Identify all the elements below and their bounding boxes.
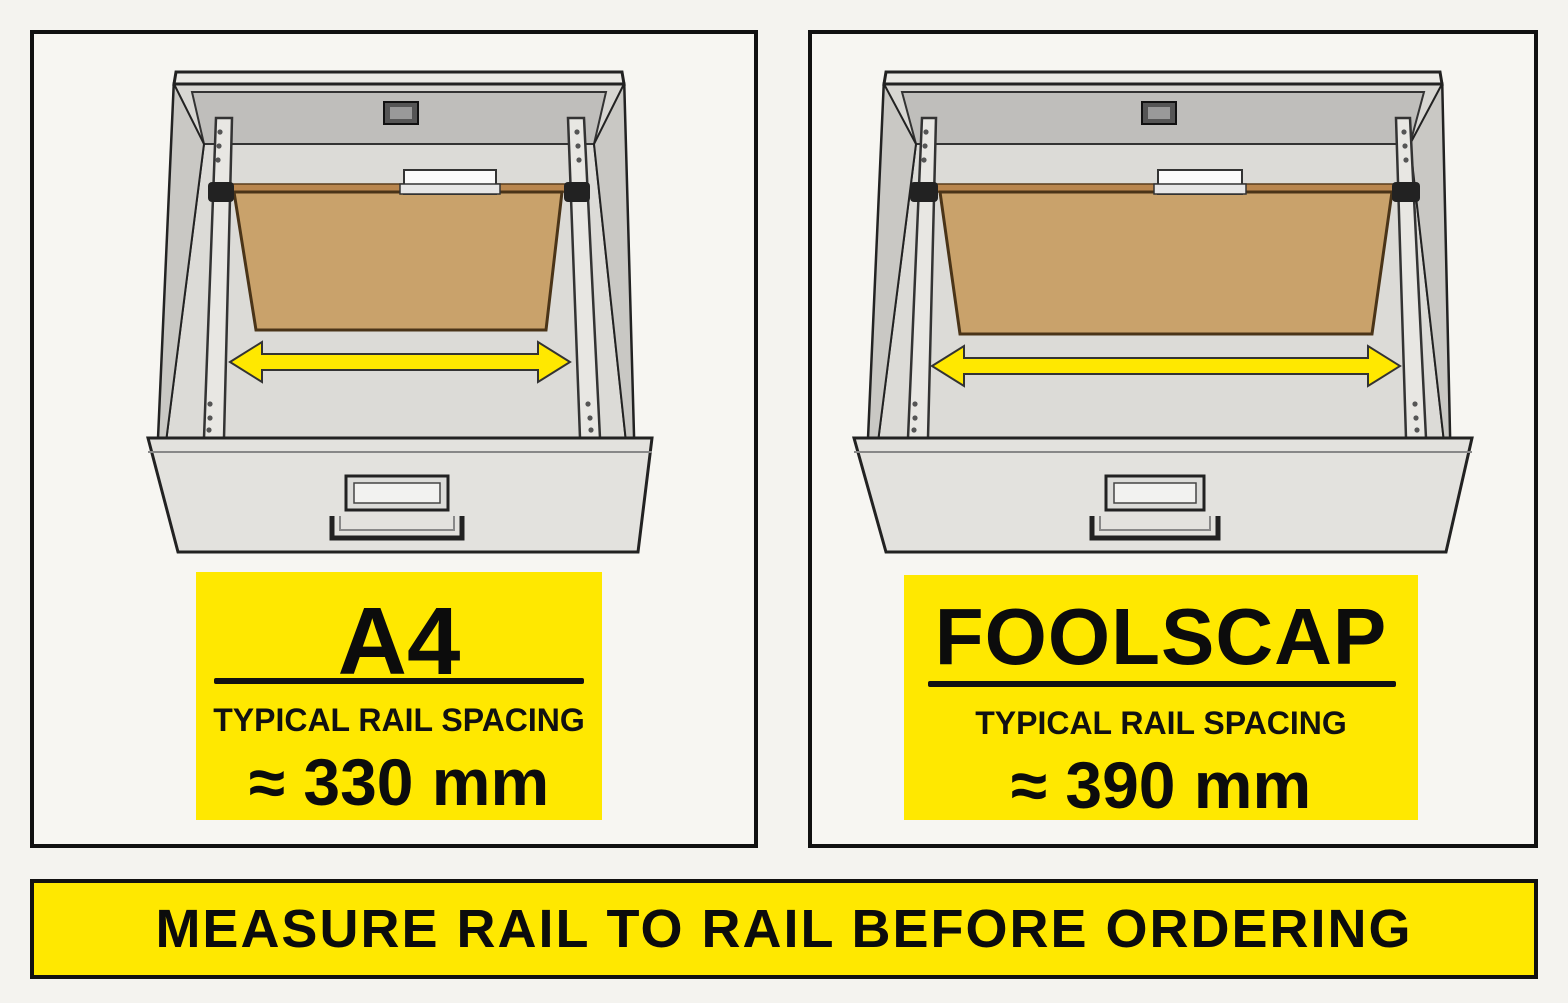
left-rail-clip — [910, 182, 938, 202]
foolscap-size-label: FOOLSCAP TYPICAL RAIL SPACING ≈ 390 mm — [904, 575, 1418, 822]
a4-size-label: A4 TYPICAL RAIL SPACING ≈ 330 mm — [196, 572, 602, 820]
right-rail-clip — [564, 182, 590, 202]
rail-spacing-value: ≈ 330 mm — [248, 745, 550, 819]
foolscap-panel: FOOLSCAP TYPICAL RAIL SPACING ≈ 390 mm — [808, 30, 1538, 848]
drawer-rim — [882, 70, 1444, 86]
divider-rule — [928, 681, 1396, 687]
size-name: FOOLSCAP — [934, 592, 1388, 681]
rail-spacing-caption: TYPICAL RAIL SPACING — [975, 705, 1347, 741]
a4-panel: A4 TYPICAL RAIL SPACING ≈ 330 mm — [30, 30, 758, 848]
drawer-handle — [1089, 516, 1221, 541]
left-rail-clip — [208, 182, 234, 202]
divider-rule — [214, 678, 584, 684]
a4-drawer-illustration — [146, 70, 654, 554]
right-rail-clip — [1392, 182, 1420, 202]
hanging-folder — [938, 190, 1394, 336]
size-name: A4 — [337, 588, 461, 695]
hanging-folder — [232, 190, 564, 332]
drawer-rim — [172, 70, 626, 86]
foolscap-drawer-illustration — [852, 70, 1474, 554]
instruction-banner: MEASURE RAIL TO RAIL BEFORE ORDERING — [30, 879, 1538, 979]
rail-spacing-arrow — [228, 340, 572, 384]
drawer-handle — [329, 516, 465, 541]
rail-spacing-caption: TYPICAL RAIL SPACING — [213, 702, 585, 738]
banner-text: MEASURE RAIL TO RAIL BEFORE ORDERING — [155, 899, 1413, 959]
rail-spacing-arrow — [930, 344, 1402, 388]
rail-spacing-value: ≈ 390 mm — [1010, 748, 1312, 822]
